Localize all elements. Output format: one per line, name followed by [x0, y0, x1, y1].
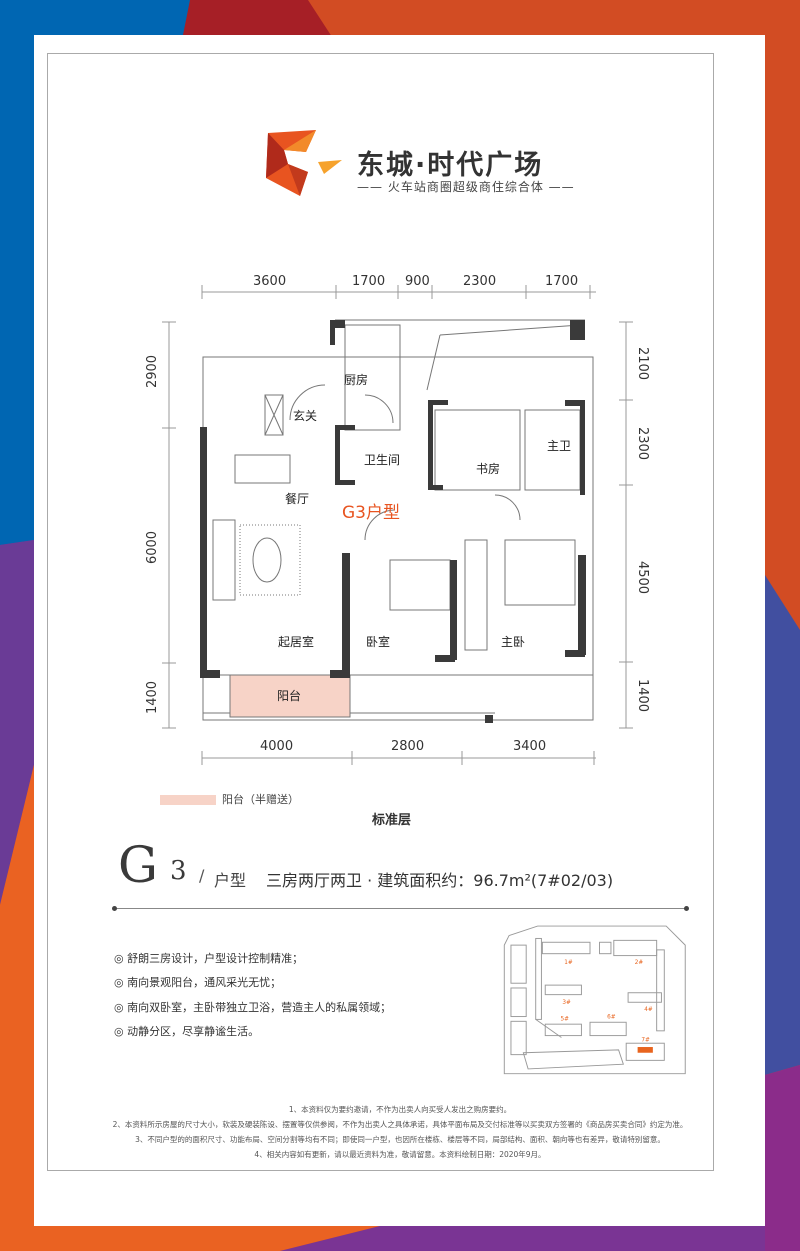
brand-logo-icon — [266, 130, 342, 196]
unit-slash: / — [199, 866, 205, 885]
svg-text:1#: 1# — [564, 960, 573, 966]
svg-text:6#: 6# — [607, 1014, 616, 1020]
room-entry: 玄关 — [293, 409, 318, 423]
top-dim-4: 2300 — [463, 274, 497, 289]
bottom-dimension-line — [201, 751, 596, 765]
top-dimension-line — [201, 285, 596, 299]
svg-text:3#: 3# — [562, 1000, 571, 1006]
section-divider — [114, 908, 686, 909]
right-dim-1: 2100 — [635, 346, 651, 381]
poster-card — [34, 35, 765, 1226]
svg-text:7#: 7# — [641, 1037, 650, 1043]
room-master-bedroom: 主卧 — [501, 635, 526, 649]
balcony-legend-swatch — [160, 795, 216, 805]
top-dim-2: 1700 — [352, 274, 386, 289]
right-dim-2: 2300 — [635, 426, 651, 461]
svg-text:4#: 4# — [644, 1007, 653, 1013]
right-dim-3: 4500 — [635, 560, 651, 595]
room-study: 书房 — [476, 462, 501, 476]
room-master-bath: 主卫 — [547, 439, 572, 453]
top-dim-3: 900 — [405, 274, 430, 289]
unit-number: 3 — [170, 856, 187, 886]
feature-item: ◎ 动静分区，尽享静谧生活。 — [114, 1025, 260, 1038]
disclaimer-note: 1、本资料仅为要约邀请，不作为出卖人向买受人发出之购房要约。 — [288, 1105, 512, 1114]
floor-label: 标准层 — [372, 813, 412, 828]
unit-type-label: 户型 — [214, 871, 247, 890]
divider-dot-right — [684, 906, 689, 911]
bottom-dim-2: 2800 — [391, 739, 425, 754]
brand-title: 东城·时代广场 — [357, 150, 544, 181]
floor-plan-drawing — [200, 319, 594, 723]
left-dimension-line — [162, 321, 176, 729]
room-bath: 卫生间 — [364, 453, 401, 467]
bottom-dim-3: 3400 — [513, 739, 547, 754]
plan-type-title: G3户型 — [342, 503, 400, 523]
room-bedroom: 卧室 — [366, 635, 391, 649]
right-dim-4: 1400 — [635, 678, 651, 713]
divider-dot-left — [112, 906, 117, 911]
top-dim-1: 3600 — [253, 274, 287, 289]
room-living: 起居室 — [278, 635, 315, 649]
feature-item: ◎ 南向景观阳台，通风采光无忧； — [114, 976, 282, 989]
left-dim-2: 6000 — [145, 530, 161, 565]
left-dim-3: 1400 — [145, 680, 161, 715]
site-plan-map: 1# 2# 3# 4# 5# 6# 7# — [503, 925, 686, 1075]
left-dim-1: 2900 — [145, 354, 161, 389]
right-dimension-line — [619, 321, 633, 729]
feature-item: ◎ 舒朗三房设计，户型设计控制精准； — [114, 952, 304, 965]
svg-text:2#: 2# — [635, 960, 644, 966]
brand-subtitle: —— 火车站商圈超级商住综合体 —— — [357, 180, 575, 194]
balcony-legend-label: 阳台（半赠送） — [222, 793, 299, 806]
disclaimer-note: 4、相关内容如有更新，请以最近资料为准，敬请留意。本资料绘制日期：2020年9月… — [254, 1150, 546, 1159]
inner-frame — [47, 53, 714, 1171]
disclaimer-note: 3、不同户型的的面积尺寸、功能布局、空间分割等均有不同；即使同一户型，也因所在楼… — [135, 1135, 665, 1144]
top-dim-5: 1700 — [545, 274, 579, 289]
bottom-dim-1: 4000 — [260, 739, 294, 754]
room-kitchen: 厨房 — [344, 373, 369, 387]
unit-description: 三房两厅两卫 · 建筑面积约：96.7m²(7#02/03) — [266, 871, 614, 890]
room-dining: 餐厅 — [285, 492, 310, 506]
disclaimer-note: 2、本资料所示房屋的尺寸大小，软装及硬装陈设、摆置等仅供参阅，不作为出卖人之具体… — [112, 1120, 688, 1129]
room-balcony: 阳台 — [277, 689, 302, 703]
feature-item: ◎ 南向双卧室，主卧带独立卫浴，营造主人的私属领域； — [114, 1001, 392, 1014]
unit-letter: G — [118, 836, 158, 894]
svg-text:5#: 5# — [560, 1016, 569, 1022]
